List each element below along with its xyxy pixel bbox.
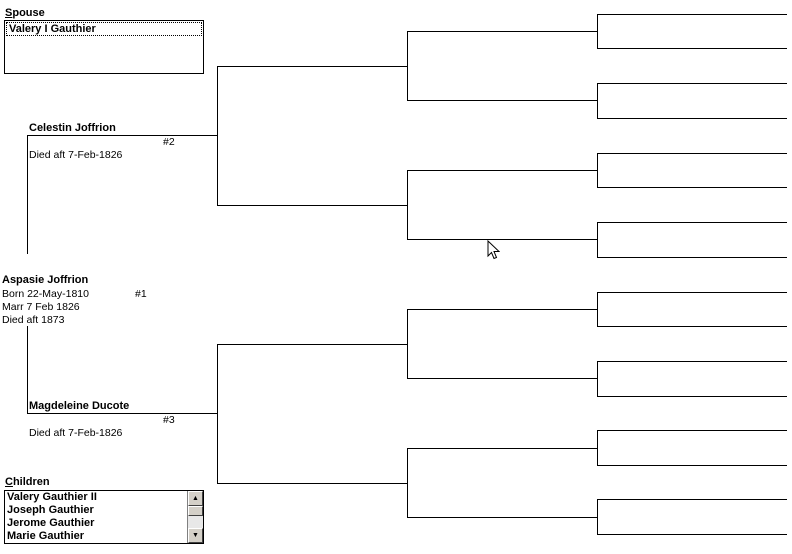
father-name[interactable]: Celestin Joffrion bbox=[29, 122, 116, 134]
child-item[interactable]: Marie Gauthier bbox=[7, 530, 85, 542]
primary-died: Died aft 1873 bbox=[2, 314, 65, 326]
child-item[interactable]: Valery Gauthier II bbox=[7, 491, 97, 503]
spouse-label: Spouse bbox=[5, 7, 45, 19]
scroll-up-icon[interactable]: ▲ bbox=[188, 491, 203, 506]
children-list[interactable]: Valery Gauthier II Joseph Gauthier Jerom… bbox=[4, 490, 204, 544]
spouse-entry[interactable]: Valery I Gauthier bbox=[6, 22, 202, 36]
child-item[interactable]: Joseph Gauthier bbox=[7, 504, 94, 516]
child-item[interactable]: Jerome Gauthier bbox=[7, 517, 95, 529]
primary-number: #1 bbox=[135, 288, 147, 300]
primary-person-name[interactable]: Aspasie Joffrion bbox=[2, 274, 89, 286]
scroll-down-icon[interactable]: ▼ bbox=[188, 528, 203, 543]
mother-name[interactable]: Magdeleine Ducote bbox=[29, 400, 130, 412]
children-scrollbar[interactable]: ▲ ▼ bbox=[187, 491, 203, 543]
father-died: Died aft 7-Feb-1826 bbox=[29, 149, 123, 161]
mother-number: #3 bbox=[163, 414, 175, 426]
spouse-list[interactable]: Valery I Gauthier bbox=[4, 20, 204, 74]
father-number: #2 bbox=[163, 136, 175, 148]
primary-married: Marr 7 Feb 1826 bbox=[2, 301, 80, 313]
primary-born: Born 22-May-1810 bbox=[2, 288, 89, 300]
mother-died: Died aft 7-Feb-1826 bbox=[29, 427, 123, 439]
children-label: Children bbox=[5, 476, 50, 488]
mouse-pointer-icon bbox=[487, 240, 500, 260]
scroll-thumb[interactable] bbox=[188, 506, 203, 516]
